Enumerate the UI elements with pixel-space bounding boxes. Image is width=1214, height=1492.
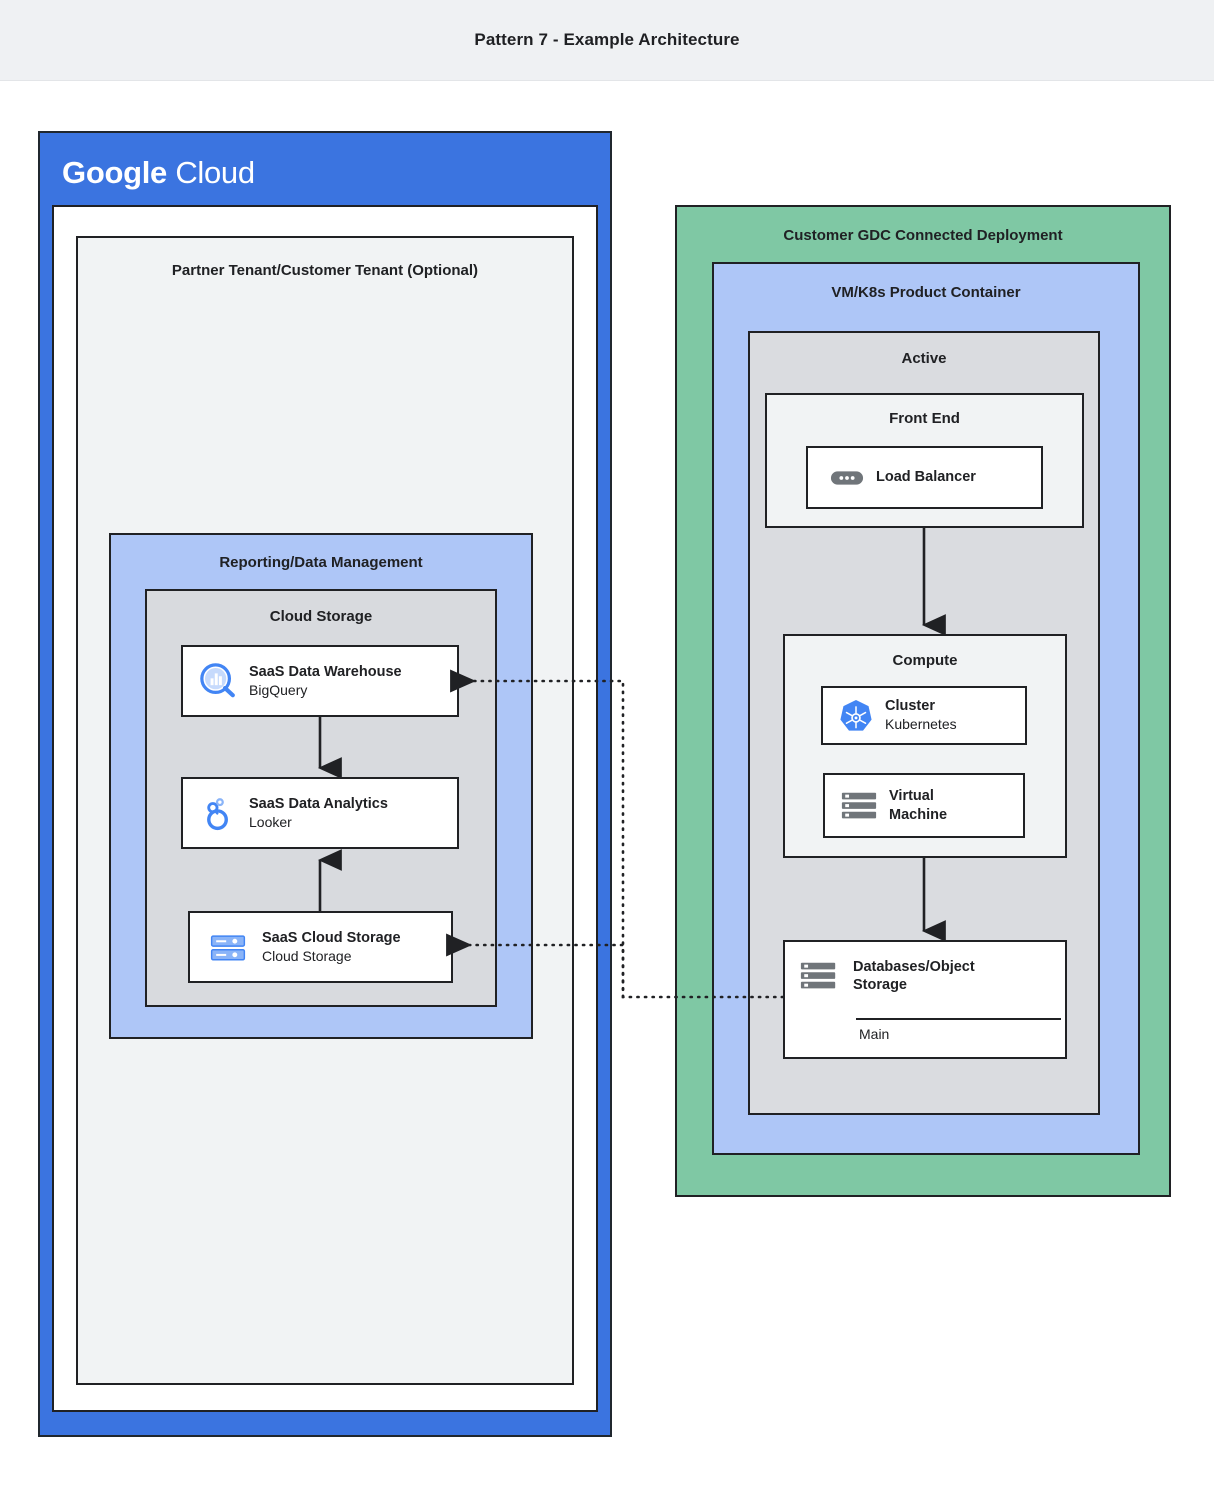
customer-gdc-deployment-label: Customer GDC Connected Deployment (783, 227, 1063, 244)
active-label: Active (901, 350, 947, 367)
logo-google-text: Google (62, 155, 167, 190)
virtual-machine-text: Virtual Machine (889, 787, 947, 823)
saas-cloud-storage-subtitle: Cloud Storage (262, 947, 352, 964)
load-balancer-icon (826, 468, 868, 488)
saas-cloud-storage-card[interactable]: SaaS Cloud Storage Cloud Storage (188, 911, 453, 983)
looker-icon (195, 794, 241, 832)
database-title-line1: Databases/Object (853, 959, 975, 975)
title-bar: Pattern 7 - Example Architecture (0, 0, 1214, 81)
virtual-machine-title-line1: Virtual (889, 788, 934, 805)
virtual-machine-icon (837, 789, 881, 823)
load-balancer-card[interactable]: Load Balancer (806, 446, 1043, 509)
saas-data-warehouse-card[interactable]: SaaS Data Warehouse BigQuery (181, 645, 459, 717)
cloud-storage-icon (204, 928, 252, 966)
cluster-text: Cluster Kubernetes (885, 697, 957, 733)
saas-data-analytics-title: SaaS Data Analytics (249, 795, 388, 812)
front-end-label: Front End (889, 410, 960, 427)
load-balancer-title: Load Balancer (876, 469, 976, 486)
saas-cloud-storage-title: SaaS Cloud Storage (262, 929, 401, 946)
saas-data-warehouse-text: SaaS Data Warehouse BigQuery (249, 663, 402, 699)
kubernetes-icon (835, 697, 877, 735)
partner-tenant-label: Partner Tenant/Customer Tenant (Optional… (171, 262, 479, 279)
cluster-subtitle: Kubernetes (885, 716, 957, 733)
database-title-block: Databases/Object Storage (845, 958, 975, 994)
logo-cloud-text: Cloud (175, 155, 255, 190)
database-divider (856, 1018, 1061, 1020)
database-header: Databases/Object Storage (799, 958, 1051, 999)
virtual-machine-card[interactable]: Virtual Machine (823, 773, 1025, 838)
database-object-storage-card[interactable]: Databases/Object Storage Main (783, 940, 1067, 1059)
compute-label: Compute (892, 652, 958, 669)
vm-k8s-product-container-label: VM/K8s Product Container (831, 284, 1021, 301)
virtual-machine-title-line2: Machine (889, 806, 948, 823)
load-balancer-text: Load Balancer (876, 468, 976, 486)
cluster-title: Cluster (885, 698, 935, 715)
database-storage-icon (799, 958, 845, 999)
saas-data-analytics-subtitle: Looker (249, 813, 292, 830)
database-title-line2: Storage (853, 977, 907, 994)
cluster-card[interactable]: Cluster Kubernetes (821, 686, 1027, 745)
saas-data-warehouse-subtitle: BigQuery (249, 681, 308, 698)
google-cloud-logo: Google Cloud (62, 155, 255, 191)
cloud-storage-group-label: Cloud Storage (269, 608, 373, 625)
saas-cloud-storage-text: SaaS Cloud Storage Cloud Storage (262, 929, 401, 965)
saas-data-analytics-text: SaaS Data Analytics Looker (249, 795, 388, 831)
saas-data-analytics-card[interactable]: SaaS Data Analytics Looker (181, 777, 459, 849)
database-subtitle: Main (859, 1026, 890, 1042)
page-title: Pattern 7 - Example Architecture (474, 30, 740, 49)
bigquery-icon (195, 662, 241, 700)
saas-data-warehouse-title: SaaS Data Warehouse (249, 663, 402, 680)
reporting-data-management-label: Reporting/Data Management (219, 554, 423, 571)
